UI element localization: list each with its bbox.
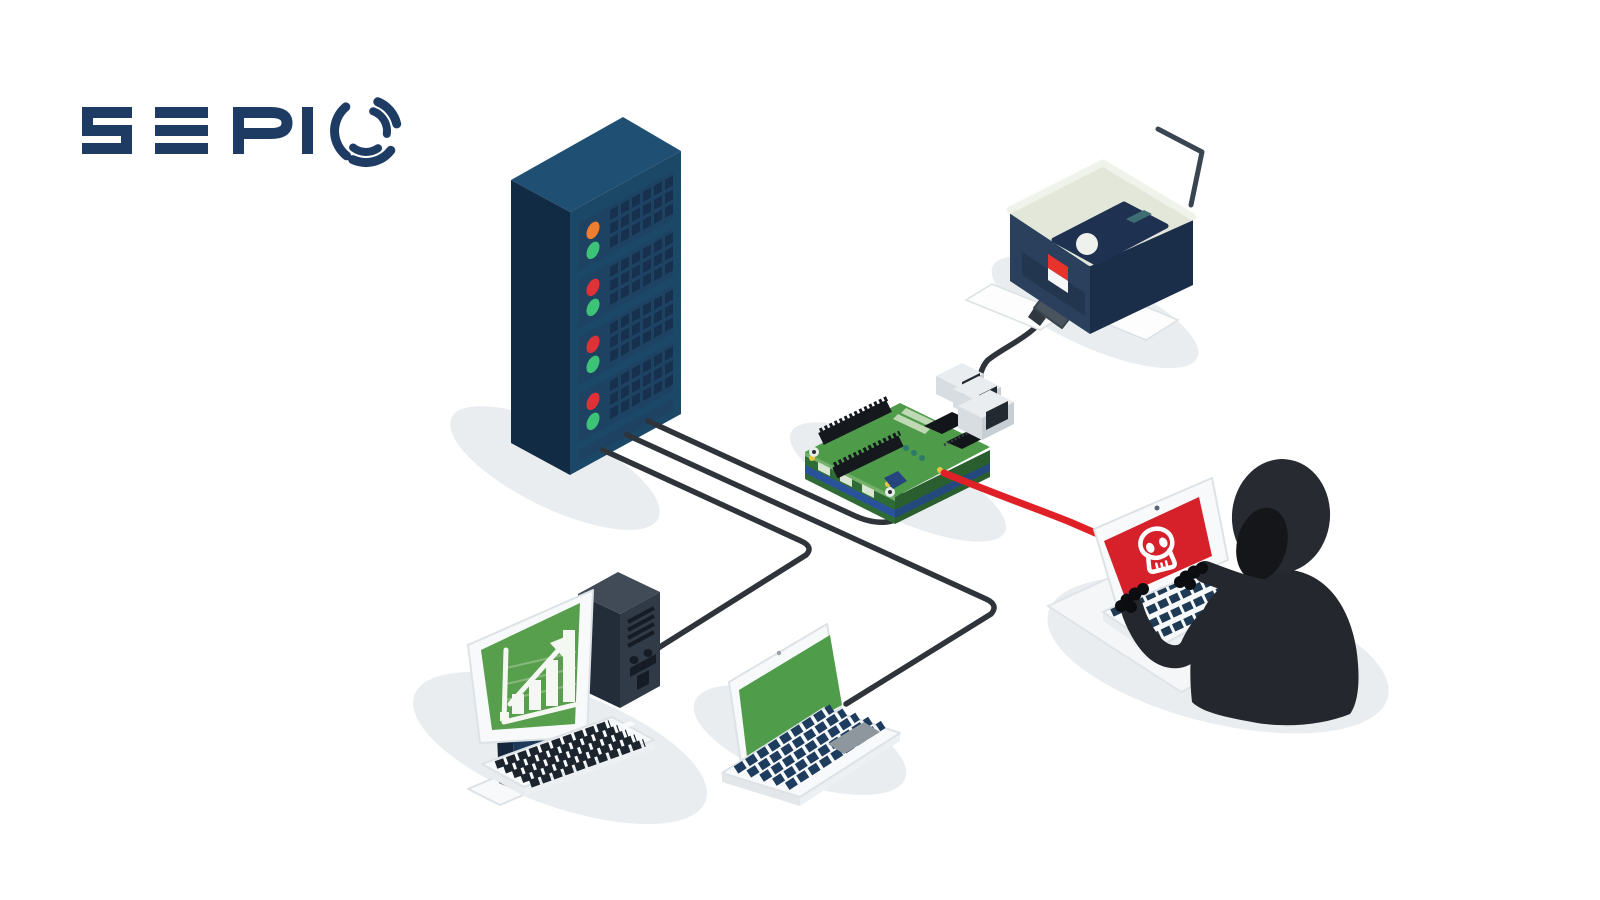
attack-cable-pi-to-hacker bbox=[940, 469, 1104, 539]
antenna bbox=[1155, 126, 1205, 208]
office-laptop bbox=[721, 623, 901, 806]
server-top bbox=[511, 117, 681, 212]
cable-server-to-workstation bbox=[600, 447, 812, 653]
laptop-base bbox=[721, 704, 901, 806]
printer-lid-edge bbox=[1006, 159, 1197, 221]
monitor bbox=[467, 589, 594, 744]
hood-opening bbox=[1236, 507, 1288, 581]
trackpad bbox=[828, 722, 880, 754]
webcam-icon bbox=[776, 650, 782, 656]
tower-vents bbox=[627, 606, 655, 648]
pi-edge-pads bbox=[818, 462, 874, 498]
logo-letter-p bbox=[233, 107, 293, 154]
hacker-figure bbox=[1115, 459, 1359, 726]
laptop-screen bbox=[739, 635, 842, 757]
webcam-icon bbox=[1154, 505, 1160, 511]
pi-cable-plug bbox=[884, 471, 907, 489]
hacker-laptop-lid bbox=[1093, 477, 1229, 608]
hacker-hands bbox=[1115, 562, 1208, 613]
printer-tag bbox=[1048, 254, 1068, 293]
sepio-logo bbox=[82, 97, 402, 168]
desktop-keyboard bbox=[481, 716, 655, 796]
printer-side bbox=[1090, 217, 1193, 334]
workstation bbox=[467, 572, 660, 806]
cable-server-to-laptop bbox=[624, 432, 997, 707]
paper-output-slot bbox=[1022, 252, 1085, 316]
logo-letter-o bbox=[330, 97, 402, 168]
server-plinth bbox=[578, 398, 673, 463]
pi-usb-ports bbox=[936, 363, 1014, 440]
printer bbox=[964, 126, 1205, 341]
hacker-screen bbox=[1104, 497, 1212, 595]
server-side bbox=[511, 180, 570, 475]
attacker bbox=[1045, 459, 1359, 726]
printer-status-display bbox=[1126, 210, 1152, 223]
keyboard-key-highlight bbox=[618, 721, 636, 729]
pi-side-faces bbox=[805, 450, 990, 524]
hacker-left-arm bbox=[1120, 590, 1250, 669]
logo-letter-i bbox=[302, 107, 313, 154]
logo-letter-e bbox=[155, 107, 208, 154]
pi-components bbox=[809, 395, 996, 497]
raspberry-pi bbox=[805, 363, 1014, 524]
laptop-lid bbox=[728, 623, 842, 764]
bar-chart-icon bbox=[500, 630, 581, 725]
skull-icon bbox=[1138, 526, 1177, 575]
tower-ports bbox=[629, 649, 656, 690]
server-rack bbox=[511, 117, 681, 475]
logo-letter-s bbox=[82, 107, 132, 154]
hacker-right-arm bbox=[1194, 561, 1283, 603]
printer-control-panel bbox=[1051, 201, 1169, 266]
keyboard-keys bbox=[494, 720, 646, 788]
printer-power-button bbox=[1076, 233, 1098, 255]
server-front bbox=[570, 150, 681, 475]
